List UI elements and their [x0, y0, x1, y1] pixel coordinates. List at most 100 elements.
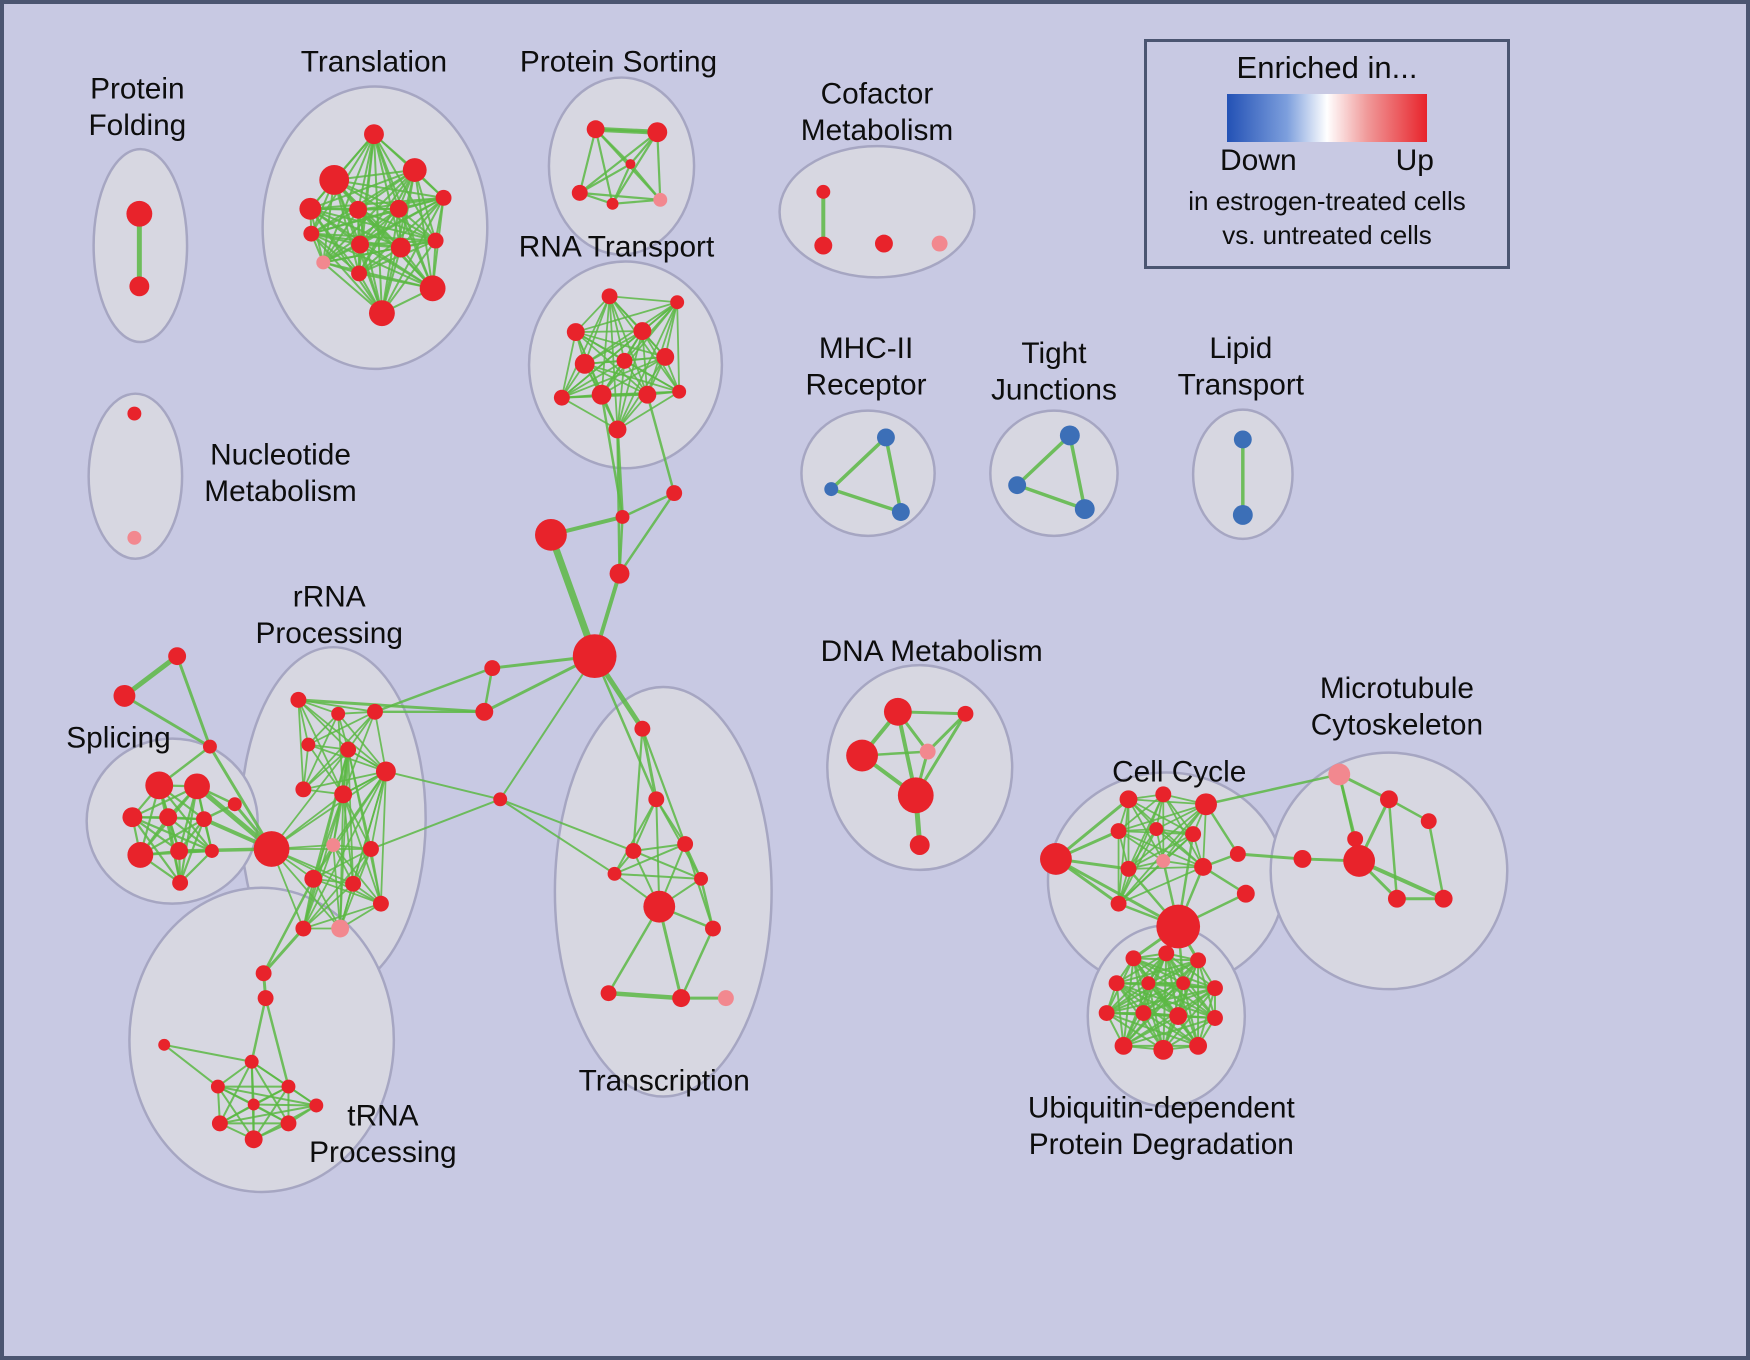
node-cc4 — [1195, 793, 1217, 816]
node-mh2 — [824, 482, 839, 497]
node-cc7 — [1185, 826, 1202, 843]
edge-rt7-rt8 — [600, 356, 667, 396]
edge-rr6-rr12 — [312, 770, 387, 880]
edge-ps1-ps3 — [578, 128, 597, 194]
node-rt8 — [591, 384, 612, 405]
node-hub1 — [572, 634, 617, 679]
node-rr16 — [295, 920, 312, 937]
node-x3 — [202, 739, 217, 754]
node-sp1 — [145, 771, 174, 800]
edge-tj1-tj3 — [1068, 433, 1087, 511]
node-cn4 — [609, 563, 630, 584]
node-rr2 — [331, 706, 346, 721]
edge-x2-x3 — [122, 694, 212, 749]
node-lt1 — [1233, 430, 1252, 449]
node-mc8 — [1420, 813, 1437, 830]
edge-rr5-rr16 — [302, 748, 350, 930]
node-sp4 — [159, 808, 178, 827]
node-sp3 — [122, 807, 143, 828]
node-mc5 — [1343, 845, 1376, 877]
edge-cn1-cn4 — [618, 491, 676, 575]
edge-tr3-tr7 — [309, 196, 445, 210]
node-pf2 — [129, 276, 150, 297]
node-tx1 — [634, 720, 651, 737]
node-cn6 — [475, 702, 494, 721]
node-dm3 — [846, 739, 878, 772]
node-rr12 — [304, 869, 323, 888]
edge-cc3-cc13 — [1117, 793, 1165, 905]
edge-tj1-tj2 — [1015, 433, 1072, 487]
edge-tx1-tx3 — [641, 727, 687, 846]
node-sp8 — [204, 844, 219, 858]
node-dm1 — [883, 697, 912, 726]
edge-rr3-rr6 — [374, 710, 387, 773]
edge-cc6-cc9 — [1127, 828, 1158, 870]
node-cc3 — [1155, 786, 1172, 803]
edge-cn7-tx6 — [499, 798, 616, 875]
edge-ub2-ub4 — [1115, 952, 1168, 985]
edge-tr3-tr10 — [309, 207, 402, 249]
edge-rt7-rt12 — [560, 356, 667, 399]
node-sp6 — [127, 842, 154, 868]
edge-rr8-rr13 — [342, 793, 354, 885]
edge-rr2-rr4 — [307, 712, 340, 746]
edge-rt2-rt3 — [608, 295, 679, 304]
node-rt6 — [616, 352, 633, 369]
edge-tn1-tn3 — [250, 996, 267, 1063]
node-cc10 — [1194, 857, 1213, 876]
node-tn8 — [280, 1115, 297, 1132]
edge-x1-x3 — [175, 654, 212, 749]
edge-tx8-tx10 — [679, 927, 715, 1000]
cluster-ellipse-cofactor-metabolism — [778, 144, 976, 279]
node-rr4 — [301, 737, 316, 752]
edge-ub10-ub12 — [1122, 1015, 1180, 1047]
edge-ub9-ub14 — [1142, 1012, 1200, 1047]
edge-tr11-tr14 — [310, 232, 434, 290]
edge-rr3-rr7 — [302, 710, 376, 791]
edge-rt2-rt8 — [600, 295, 611, 396]
node-ub12 — [1114, 1036, 1133, 1055]
edge-rr11-rr12 — [312, 848, 372, 880]
node-tr3 — [299, 197, 322, 220]
cluster-label-translation: Translation — [301, 46, 447, 79]
edge-rt3-rt5 — [583, 301, 679, 365]
edge-tx5-tx9 — [607, 905, 661, 995]
cluster-ellipse-microtubule-cytoskeleton — [1269, 751, 1509, 991]
cluster-label-dna-metabolism: DNA Metabolism — [821, 635, 1043, 668]
edge-tr12-tr15 — [358, 239, 437, 275]
edge-ub5-ub13 — [1147, 982, 1165, 1051]
edge-rr13-rr16 — [302, 882, 354, 930]
node-tx9 — [600, 985, 617, 1002]
edge-rt4-rt5 — [583, 330, 644, 365]
edge-rr2-rr6 — [337, 712, 387, 773]
edge-cc7-cc9 — [1127, 833, 1195, 870]
edge-cc6-cc10 — [1155, 828, 1204, 868]
node-rt7 — [656, 347, 675, 366]
cluster-label-rna-transport: RNA Transport — [519, 231, 715, 264]
node-tj2 — [1008, 476, 1027, 495]
node-ub13 — [1153, 1039, 1174, 1060]
edge-sp2-sp9 — [179, 785, 199, 884]
node-mc7 — [1434, 889, 1453, 908]
edge-tx3-tx8 — [684, 842, 715, 930]
edge-rr8-rr11 — [342, 793, 372, 850]
node-rt9 — [638, 385, 657, 404]
node-dm4 — [919, 743, 936, 760]
edge-rt2-rt12 — [560, 295, 611, 399]
node-layer — [113, 120, 1453, 1149]
cluster-ellipse-protein-sorting — [547, 76, 696, 256]
node-rt5 — [574, 353, 595, 374]
node-nm2 — [127, 530, 142, 545]
node-tx7 — [694, 871, 708, 886]
node-mc3 — [1347, 831, 1364, 848]
node-dm2 — [957, 705, 974, 722]
legend-scale-labels: Down Up — [1220, 144, 1434, 178]
edge-rr12-rr17 — [262, 877, 315, 975]
edge-cc3-cc5 — [1117, 793, 1165, 833]
edge-rt3-rt9 — [646, 301, 679, 396]
edge-tn6-tn10 — [252, 1103, 318, 1107]
edge-rr1-rr7 — [297, 698, 305, 791]
